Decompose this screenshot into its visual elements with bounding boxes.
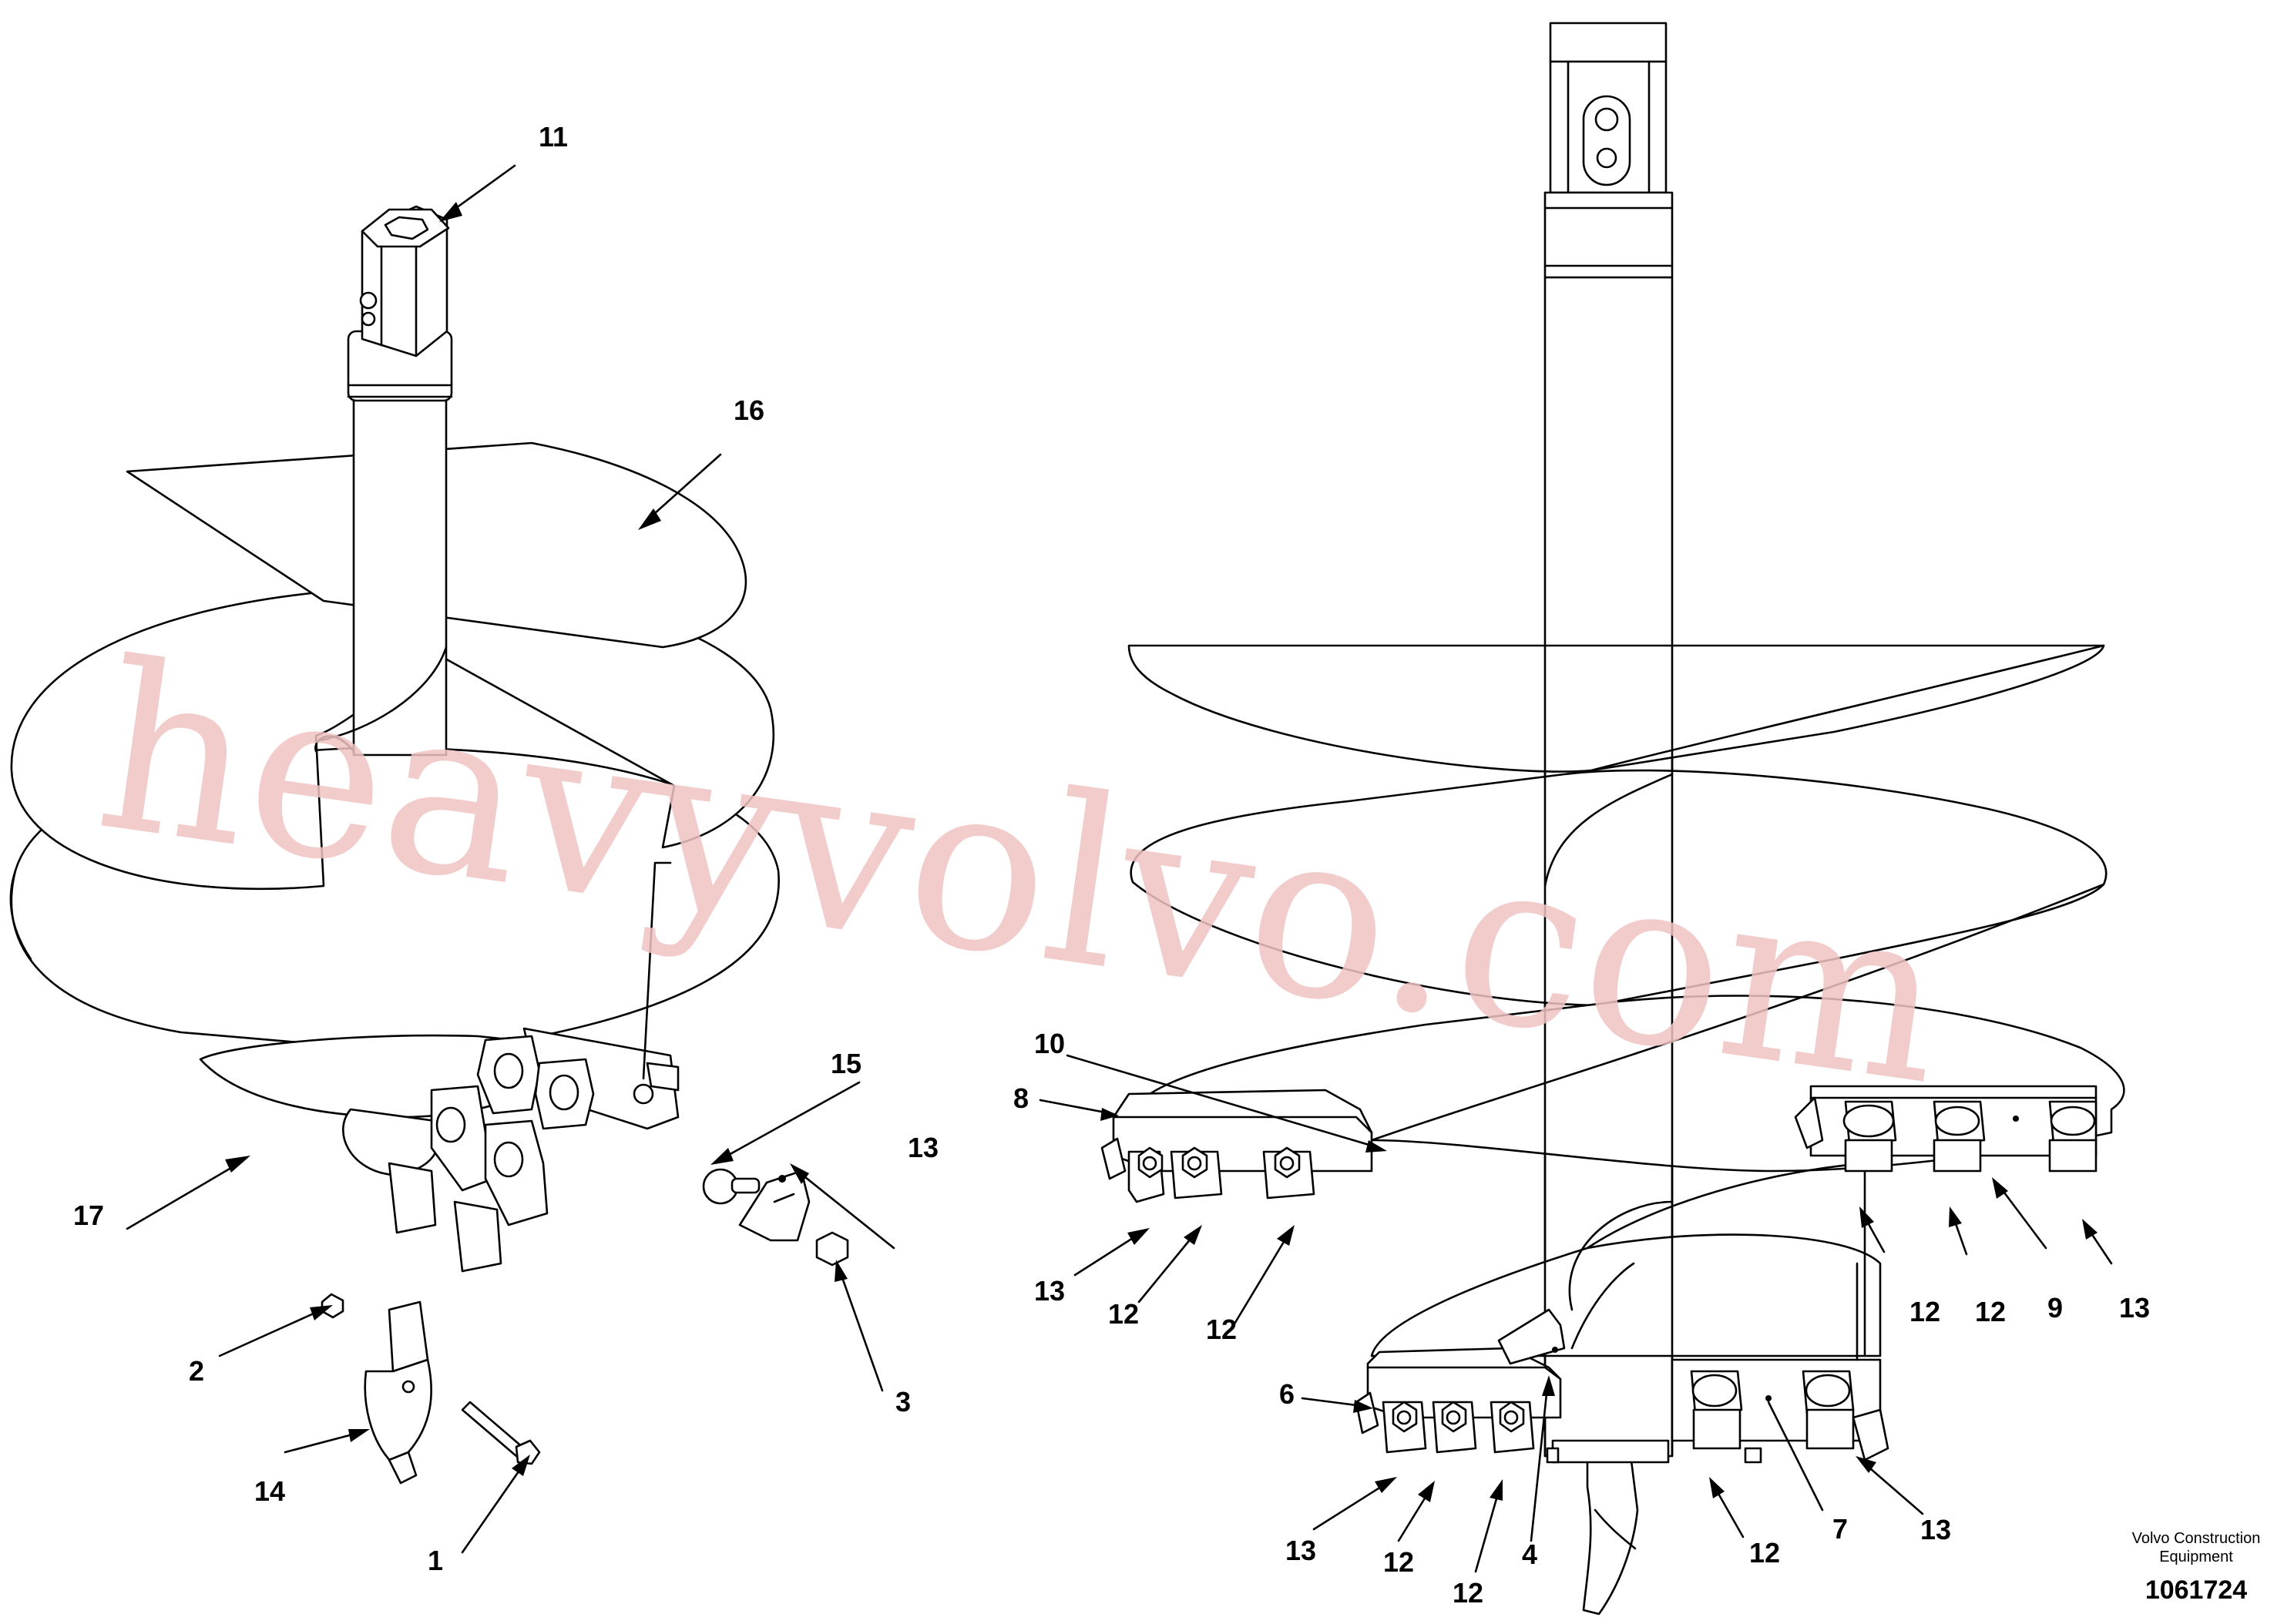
right-flight-4 [1370, 1233, 1882, 1357]
callout-6: 6 [1279, 1378, 1295, 1410]
left-auger-assembly [9, 205, 780, 1273]
retaining-pin [702, 1168, 761, 1205]
company-line-1: Volvo Construction [2132, 1530, 2261, 1547]
callout-12-c: 12 [1909, 1296, 1940, 1327]
callout-17: 17 [73, 1200, 104, 1231]
callout-9: 9 [2047, 1292, 2063, 1324]
right-flight-2 [1130, 769, 2108, 1007]
left-shaft [352, 384, 448, 757]
callout-10: 10 [1034, 1028, 1065, 1059]
callout-2: 2 [189, 1355, 204, 1387]
callout-labels: 11 16 17 15 13 3 2 14 1 10 8 13 12 12 12… [73, 121, 2150, 1609]
callout-12-d: 12 [1975, 1296, 2006, 1327]
callout-1: 1 [428, 1545, 443, 1576]
callout-8: 8 [1013, 1082, 1029, 1114]
coupling-top [1549, 22, 1668, 63]
callout-7: 7 [1832, 1513, 1848, 1545]
leader-lines [126, 164, 2113, 1573]
callout-13-lower-left: 13 [1285, 1535, 1316, 1566]
callout-12-g: 12 [1749, 1537, 1780, 1569]
callout-13-upper-left: 13 [1034, 1275, 1065, 1307]
cutter-bar-lower-right [1671, 1358, 1889, 1464]
nut [815, 1231, 849, 1267]
callout-13-upper-right: 13 [2119, 1292, 2150, 1324]
callout-3: 3 [895, 1386, 911, 1418]
right-flight-1 [1127, 644, 2105, 773]
cutter-bar-lower-left [1355, 1308, 1566, 1464]
callout-12-a: 12 [1108, 1298, 1139, 1330]
right-auger-assembly [1100, 22, 2125, 1616]
callout-12-e: 12 [1383, 1546, 1414, 1578]
cutter-bar-upper-right [1794, 1085, 2098, 1173]
callout-16: 16 [734, 394, 764, 426]
title-block: Volvo Construction Equipment 1061724 [2132, 1530, 2261, 1605]
callout-4: 4 [1522, 1538, 1537, 1570]
callout-15: 15 [831, 1048, 862, 1079]
callout-14: 14 [254, 1475, 285, 1507]
cutter-bar-upper-left [1100, 1089, 1373, 1203]
left-cutter-head [199, 1027, 680, 1273]
callout-11: 11 [539, 121, 568, 153]
pilot-spiral [1582, 1447, 1639, 1616]
drawing-number: 1061724 [2145, 1575, 2247, 1605]
callout-12-f: 12 [1453, 1577, 1483, 1609]
pilot-bit [364, 1300, 432, 1485]
bolt [461, 1401, 541, 1465]
callout-12-b: 12 [1206, 1314, 1237, 1345]
callout-13-left: 13 [908, 1132, 939, 1163]
callout-13-lower-right: 13 [1920, 1514, 1951, 1545]
company-line-2: Equipment [2159, 1549, 2233, 1565]
loose-parts [321, 1168, 849, 1485]
